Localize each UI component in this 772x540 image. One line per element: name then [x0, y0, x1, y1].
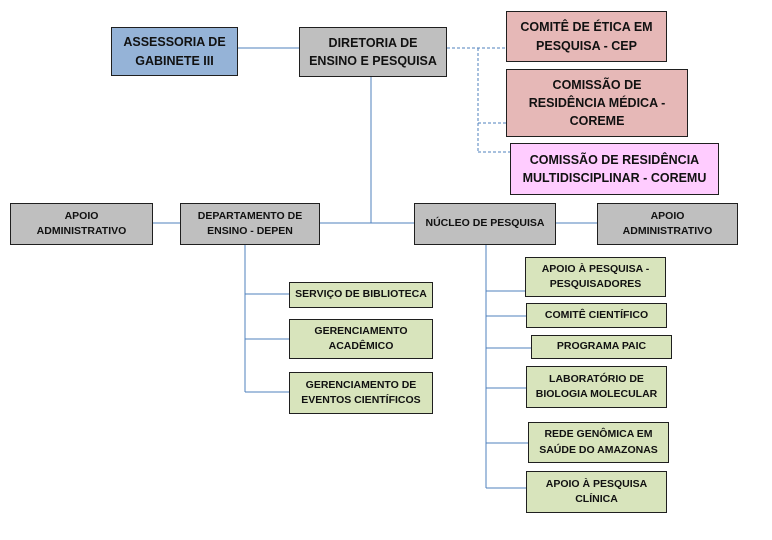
- assessoria-gabinete-box: ASSESSORIA DE GABINETE III: [111, 27, 238, 76]
- gerenciamento-eventos-box: GERENCIAMENTO DE EVENTOS CIENTÍFICOS: [289, 372, 433, 414]
- servico-biblioteca-box: SERVIÇO DE BIBLIOTECA: [289, 282, 433, 308]
- comite-etica-box: COMITÊ DE ÉTICA EM PESQUISA - CEP: [506, 11, 667, 62]
- apoio-administrativo-left-box: APOIO ADMINISTRATIVO: [10, 203, 153, 245]
- diretoria-ensino-pesquisa-box: DIRETORIA DE ENSINO E PESQUISA: [299, 27, 447, 77]
- apoio-pesquisa-clinica-box: APOIO À PESQUISA CLÍNICA: [526, 471, 667, 513]
- coremu-box: COMISSÃO DE RESIDÊNCIA MULTIDISCIPLINAR …: [510, 143, 719, 195]
- comite-cientifico-box: COMITÊ CIENTÍFICO: [526, 303, 667, 328]
- coreme-box: COMISSÃO DE RESIDÊNCIA MÉDICA - COREME: [506, 69, 688, 137]
- laboratorio-biologia-box: LABORATÓRIO DE BIOLOGIA MOLECULAR: [526, 366, 667, 408]
- apoio-administrativo-right-box: APOIO ADMINISTRATIVO: [597, 203, 738, 245]
- depen-box: DEPARTAMENTO DE ENSINO - DEPEN: [180, 203, 320, 245]
- gerenciamento-academico-box: GERENCIAMENTO ACADÊMICO: [289, 319, 433, 359]
- rede-genomica-box: REDE GENÔMICA EM SAÚDE DO AMAZONAS: [528, 422, 669, 463]
- apoio-pesquisa-pesquisadores-box: APOIO À PESQUISA - PESQUISADORES: [525, 257, 666, 297]
- nucleo-pesquisa-box: NÚCLEO DE PESQUISA: [414, 203, 556, 245]
- programa-paic-box: PROGRAMA PAIC: [531, 335, 672, 359]
